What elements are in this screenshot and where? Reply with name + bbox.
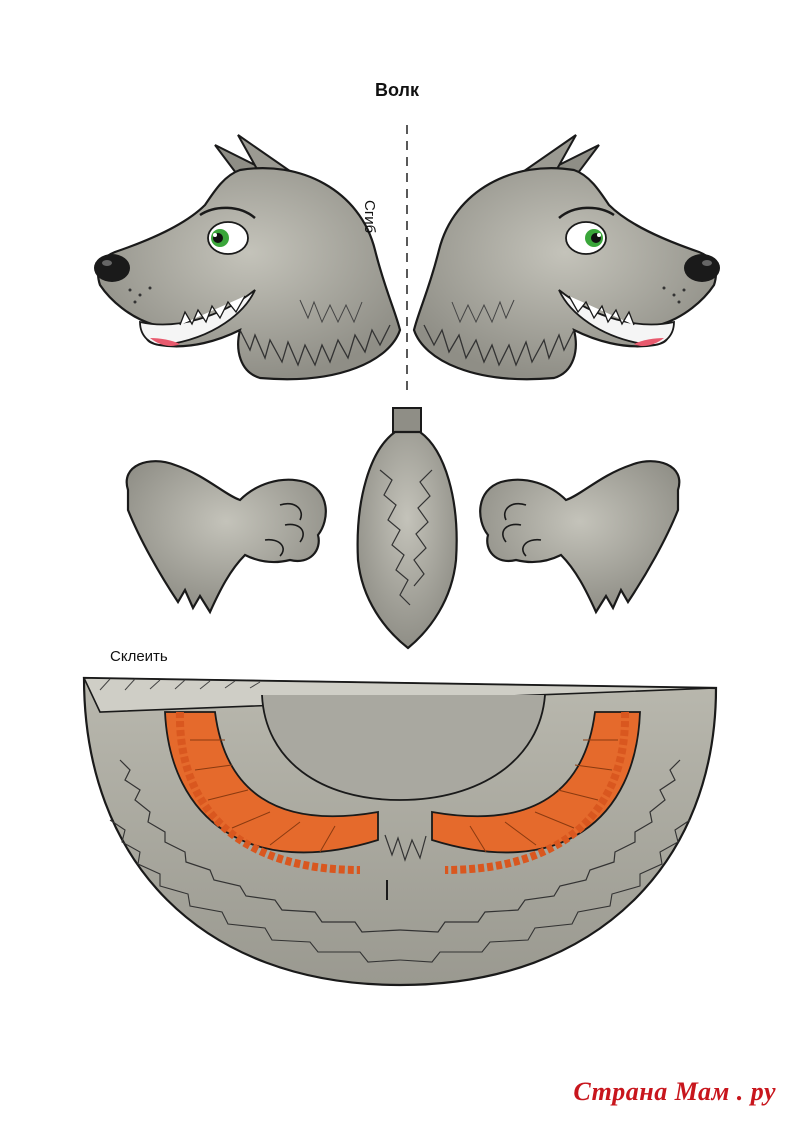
wolf-arm-left <box>125 460 327 615</box>
wolf-head-right <box>412 134 720 381</box>
wolf-tail <box>356 407 458 650</box>
wolf-body-cone <box>82 676 718 987</box>
page-title: Волк <box>375 80 419 100</box>
fold-label: Сгиб <box>361 200 378 234</box>
watermark-logo: Страна Мам . ру <box>573 1077 776 1106</box>
wolf-head-left <box>94 134 402 381</box>
glue-label: Склеить <box>110 648 168 665</box>
wolf-arm-right <box>479 460 681 615</box>
